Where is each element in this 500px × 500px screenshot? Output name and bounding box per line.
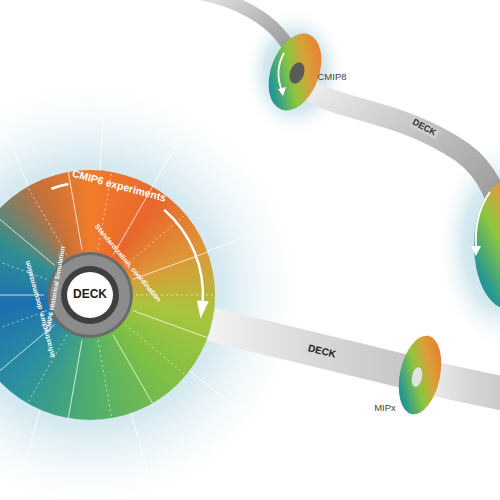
cycle-arrow — [278, 53, 284, 91]
sector-line — [133, 311, 207, 338]
cycle-disk: CMIP6 experimentsStandardization, coordi… — [0, 170, 215, 420]
sector-line — [113, 335, 153, 403]
disk-hole — [410, 366, 424, 388]
band-stroke — [211, 324, 421, 375]
disk-label: MIPx — [374, 403, 396, 413]
core-ring — [61, 266, 119, 324]
disk-hole — [287, 60, 308, 85]
deck-band — [296, 78, 500, 240]
cycle-arrow — [476, 192, 490, 248]
sector-line — [0, 252, 47, 279]
cycle-title: CMIP6 experiments — [71, 168, 168, 204]
cycle-arrow-head — [197, 301, 209, 319]
core-label: DECK — [73, 288, 107, 301]
sector-line — [68, 340, 82, 418]
sector-line — [28, 187, 68, 255]
sector-line — [125, 325, 186, 376]
disk-glow — [243, 6, 347, 138]
band-label: DECK — [305, 342, 339, 360]
disk-glow — [0, 73, 312, 500]
sector-line — [0, 215, 55, 266]
next-cmip-disk — [474, 181, 500, 309]
cycle-arrow — [51, 184, 68, 189]
cycle-arrow-head — [471, 246, 481, 256]
band-label: DECK — [409, 117, 440, 140]
disk-shape — [262, 25, 362, 115]
sector-line — [98, 340, 112, 418]
mip-disk — [392, 332, 448, 419]
cycle-disk: Standardization, coordinationCMIP6 Histo… — [25, 230, 155, 360]
cycle-disk: DECK — [67, 272, 113, 318]
cycle-disk: MIPx — [365, 333, 450, 423]
cycle-arrow — [164, 210, 203, 303]
deck-band — [211, 324, 421, 375]
sector-line — [68, 172, 82, 250]
cycle-arrow-head — [278, 87, 286, 96]
cycle-disk: CMIP8 — [262, 25, 362, 115]
disk-label: CMIP8 — [317, 72, 346, 82]
